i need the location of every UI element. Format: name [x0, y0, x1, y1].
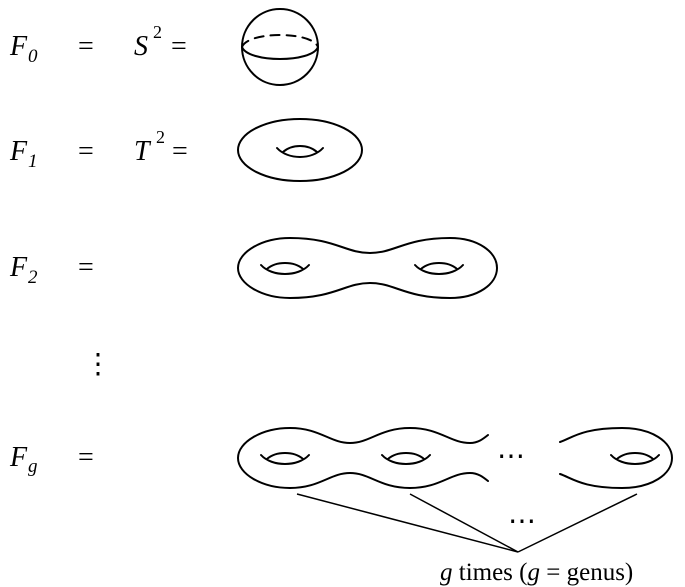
caption-text-1: times (: [453, 559, 528, 586]
f0-symbol: F: [9, 31, 28, 62]
row-f0: F 0 = S 2 =: [9, 22, 187, 67]
f1-equals-2: =: [172, 136, 188, 167]
torus-icon: [237, 118, 363, 182]
f1-symbol: F: [9, 136, 28, 167]
horizontal-ellipsis-lines: ⋯: [508, 506, 536, 537]
genus-2-surface-icon: [237, 237, 498, 299]
sphere-icon: [241, 8, 319, 86]
t-symbol: T: [134, 136, 152, 167]
fg-equals: =: [78, 442, 94, 473]
caption-var: g: [440, 559, 453, 586]
f0-equals: =: [78, 31, 94, 62]
f0-equals-2: =: [171, 31, 187, 62]
row-f2: F 2 =: [9, 252, 94, 288]
s-symbol: S: [134, 31, 148, 62]
vertical-ellipsis: ⋮: [84, 349, 112, 380]
fg-subscript: g: [28, 456, 38, 477]
fg-symbol: F: [9, 442, 28, 473]
s-superscript: 2: [153, 22, 162, 42]
f2-symbol: F: [9, 252, 28, 283]
f1-subscript: 1: [28, 151, 38, 172]
f1-equals: =: [78, 136, 94, 167]
f0-subscript: 0: [28, 46, 38, 67]
row-fg: F g =: [9, 442, 94, 477]
row-f1: F 1 = T 2 =: [9, 127, 188, 172]
t-superscript: 2: [156, 127, 165, 147]
f2-equals: =: [78, 252, 94, 283]
genus-g-surface-icon: [237, 427, 673, 553]
caption-text-2: = genus): [540, 559, 633, 586]
horizontal-ellipsis-surface: ⋯: [497, 441, 525, 472]
caption-var-2: g: [528, 559, 541, 586]
f2-subscript: 2: [28, 267, 38, 288]
genus-caption: g times (g = genus): [440, 559, 633, 586]
